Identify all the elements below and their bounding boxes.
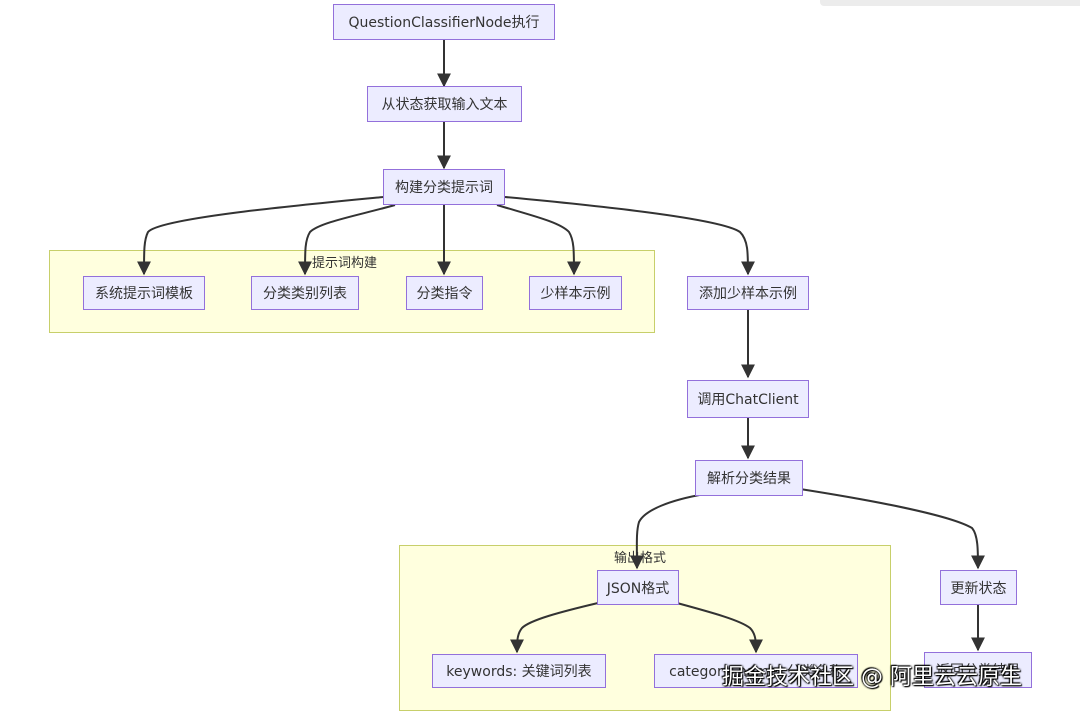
node-parse-classify-result: 解析分类结果	[695, 460, 803, 496]
edge-parse-to-json	[629, 493, 706, 570]
edge-build-prompt-to-system-template	[137, 196, 384, 276]
edge-build-prompt-to-few-shot	[496, 204, 581, 276]
node-build-classify-prompt: 构建分类提示词	[383, 169, 505, 205]
node-question-classifier-exec: QuestionClassifierNode执行	[333, 4, 555, 40]
node-call-chat-client: 调用ChatClient	[687, 380, 809, 418]
node-get-input-text: 从状态获取输入文本	[367, 86, 522, 122]
edge-build-prompt-to-add-few-shot	[504, 196, 755, 276]
node-return-classify-result: 返回分类结果	[924, 652, 1032, 688]
edge-parse-to-update-state	[799, 488, 985, 570]
node-few-shot-examples: 少样本示例	[529, 276, 622, 310]
edge-build-prompt-to-category-list	[298, 204, 396, 276]
node-json-format: JSON格式	[597, 570, 679, 605]
edge-json-to-category-name	[676, 602, 763, 654]
node-category-list: 分类类别列表	[251, 276, 359, 310]
cluster-output-format-label: 输出格式	[614, 551, 667, 566]
node-keywords: keywords: 关键词列表	[432, 654, 606, 688]
node-classify-instruction: 分类指令	[406, 276, 483, 310]
top-bar	[820, 0, 1080, 6]
node-add-few-shot-examples: 添加少样本示例	[687, 276, 809, 310]
edge-json-to-keywords	[510, 602, 599, 654]
node-system-prompt-template: 系统提示词模板	[83, 276, 205, 310]
cluster-prompt-building-label: 提示词构建	[312, 256, 378, 271]
watermark-text: 掘金技术社区 @ 阿里云云原生	[722, 665, 1022, 690]
node-category-name: category_name: 分类名称	[654, 654, 858, 688]
node-update-state: 更新状态	[940, 570, 1017, 605]
